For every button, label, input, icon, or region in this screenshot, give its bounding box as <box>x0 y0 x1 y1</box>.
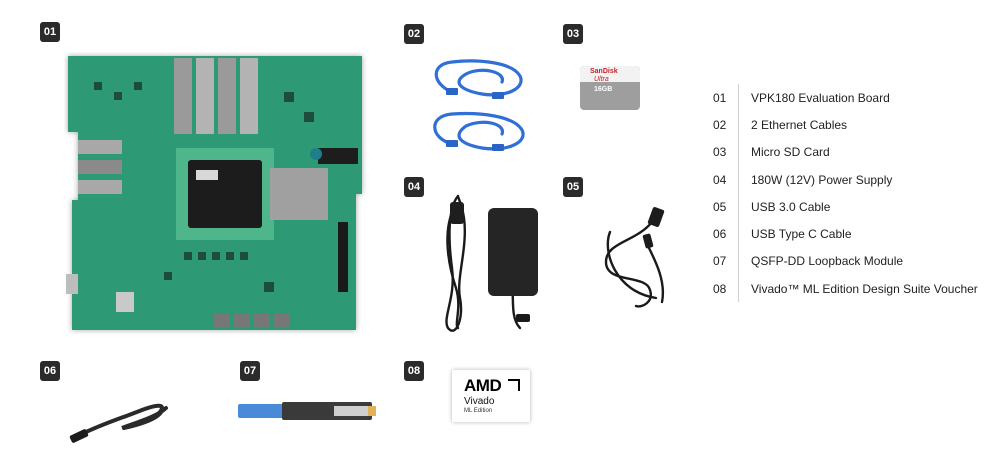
usb3-cable-image <box>596 202 676 312</box>
legend-num: 04 <box>713 172 727 187</box>
legend-label: USB 3.0 Cable <box>751 199 831 214</box>
legend-label: 2 Ethernet Cables <box>751 117 848 132</box>
badge-02: 02 <box>404 24 424 44</box>
badge-07: 07 <box>240 361 260 381</box>
evaluation-board-image <box>64 52 369 334</box>
legend-label: Micro SD Card <box>751 145 830 160</box>
legend-row: 01 VPK180 Evaluation Board <box>713 84 983 111</box>
legend-row: 05 USB 3.0 Cable <box>713 193 983 220</box>
sd-brand: SanDisk <box>590 68 618 75</box>
legend-row: 04 180W (12V) Power Supply <box>713 166 983 193</box>
voucher-brand: AMD <box>464 376 502 395</box>
legend-row: 03 Micro SD Card <box>713 139 983 166</box>
legend-num: 07 <box>713 254 727 269</box>
legend-row: 06 USB Type C Cable <box>713 220 983 247</box>
badge-04: 04 <box>404 177 424 197</box>
sd-capacity: 16GB <box>594 86 613 93</box>
qsfp-loopback-module-image <box>238 398 376 424</box>
legend-num: 08 <box>713 281 727 296</box>
vivado-voucher-card: AMD Vivado ML Edition <box>452 370 530 422</box>
ethernet-cables-image <box>422 54 530 164</box>
micro-sd-card-image: SanDisk Ultra 16GB <box>580 66 640 110</box>
sd-line: Ultra <box>594 76 609 83</box>
badge-08: 08 <box>404 361 424 381</box>
legend-num: 03 <box>713 145 727 160</box>
badge-03: 03 <box>563 24 583 44</box>
badge-05: 05 <box>563 177 583 197</box>
legend-label: Vivado™ ML Edition Design Suite Voucher <box>751 281 978 296</box>
voucher-product: Vivado <box>464 396 495 407</box>
legend-label: 180W (12V) Power Supply <box>751 172 893 187</box>
legend-row: 07 QSFP-DD Loopback Module <box>713 248 983 275</box>
voucher-edition: ML Edition <box>464 408 493 414</box>
power-supply-image <box>430 188 550 338</box>
legend-num: 01 <box>713 90 727 105</box>
legend-row: 02 2 Ethernet Cables <box>713 111 983 138</box>
contents-legend: 01 VPK180 Evaluation Board 02 2 Ethernet C… <box>713 84 983 302</box>
badge-06: 06 <box>40 361 60 381</box>
legend-row: 08 Vivado™ ML Edition Design Suite Vouche… <box>713 275 983 302</box>
legend-num: 05 <box>713 199 727 214</box>
legend-num: 06 <box>713 227 727 242</box>
badge-01: 01 <box>40 22 60 42</box>
legend-divider <box>738 84 739 302</box>
legend-num: 02 <box>713 117 727 132</box>
legend-label: QSFP-DD Loopback Module <box>751 254 904 269</box>
legend-label: VPK180 Evaluation Board <box>751 90 890 105</box>
legend-label: USB Type C Cable <box>751 227 852 242</box>
usb-type-c-cable-image <box>62 394 172 446</box>
amd-arrow-icon <box>508 379 520 391</box>
